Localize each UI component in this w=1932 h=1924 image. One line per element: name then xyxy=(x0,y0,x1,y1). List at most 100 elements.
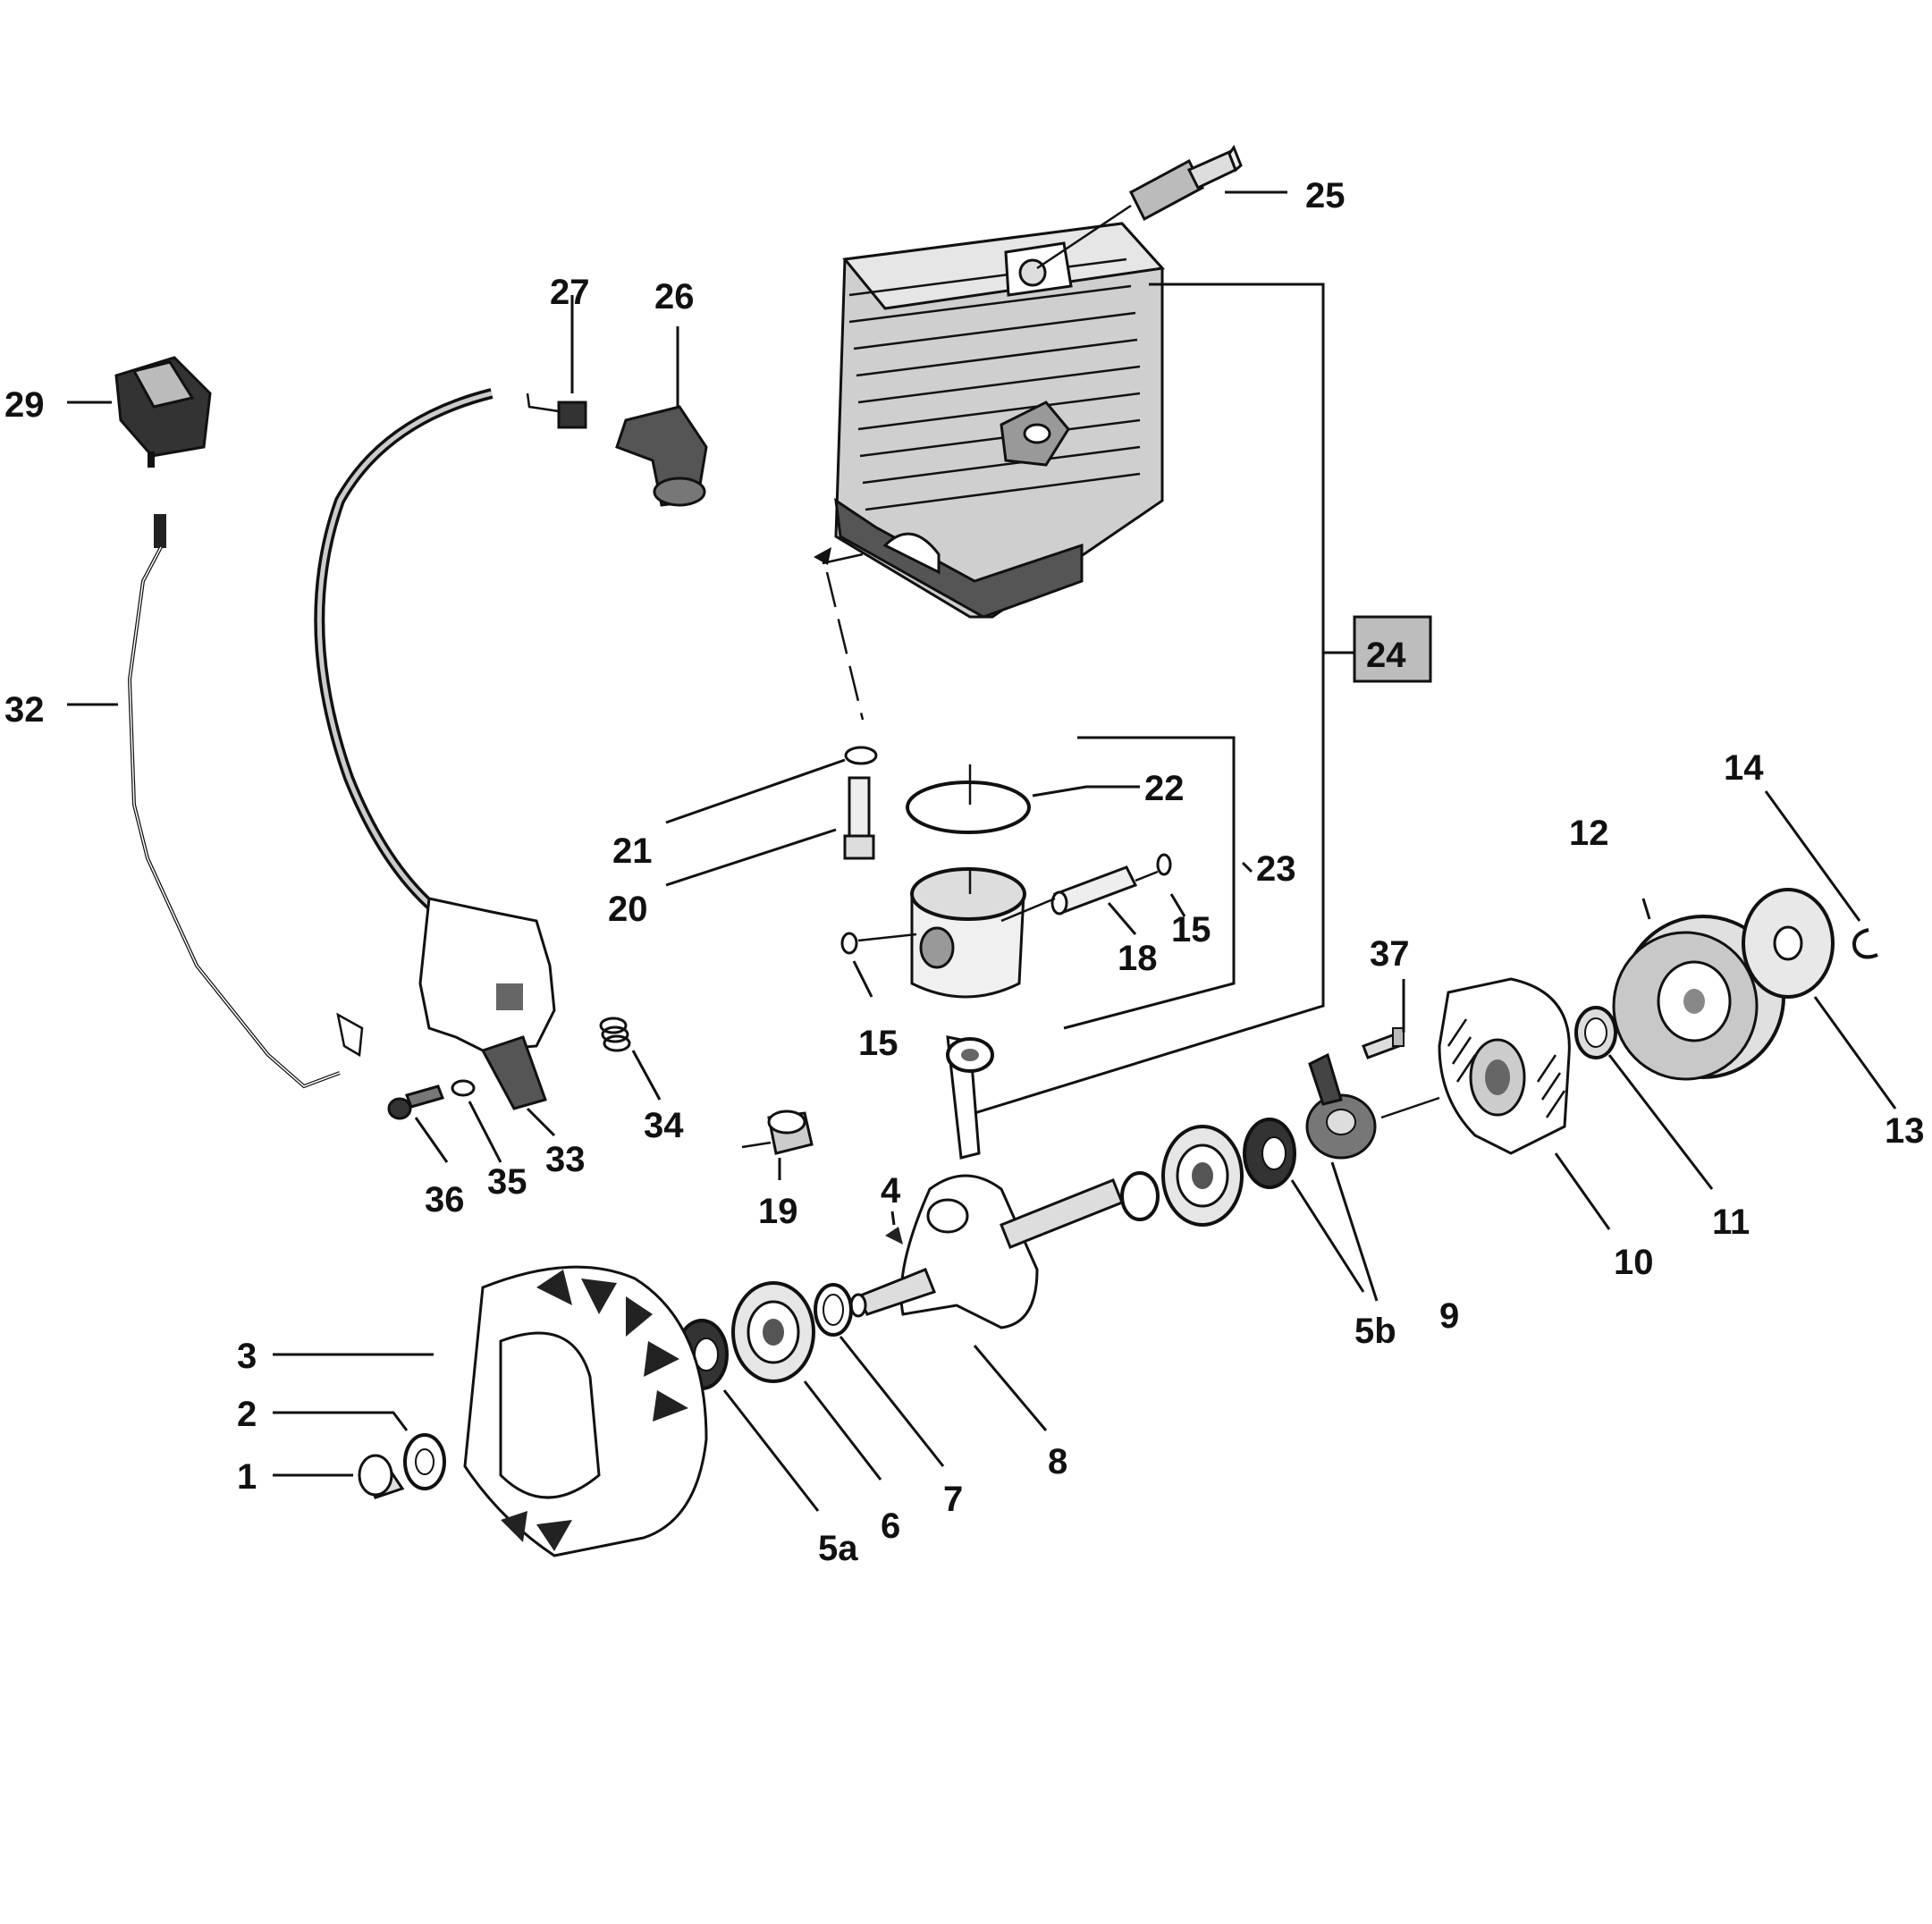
leader-35 xyxy=(468,1101,502,1163)
label-35: 35 xyxy=(487,1162,527,1202)
piston-part xyxy=(910,867,1026,999)
pin-axis-right xyxy=(1135,870,1159,882)
spark-plug-part xyxy=(1036,144,1243,270)
label-23: 23 xyxy=(1256,849,1296,889)
leader-5a xyxy=(722,1389,820,1512)
clutch-part xyxy=(1438,977,1571,1155)
circlip-right-part xyxy=(1156,853,1172,876)
screw-20-part xyxy=(843,776,875,860)
label-5a: 5a xyxy=(818,1529,858,1568)
label-26: 26 xyxy=(654,277,695,316)
label-20: 20 xyxy=(608,890,648,929)
coil-washer-part xyxy=(451,1079,476,1097)
leader-24-bottom xyxy=(974,653,1325,1115)
label-18: 18 xyxy=(1118,939,1158,978)
label-29: 29 xyxy=(4,385,45,425)
label-21: 21 xyxy=(612,831,653,871)
leader-11 xyxy=(1607,1054,1714,1190)
label-13: 13 xyxy=(1885,1111,1925,1151)
washer-21-part xyxy=(844,746,878,765)
coil-screw-part xyxy=(387,1084,444,1120)
key-4-part xyxy=(885,1227,903,1245)
clip-14-part xyxy=(1852,928,1878,959)
label-24: 24 xyxy=(1366,636,1406,675)
switch-part xyxy=(114,356,212,468)
label-34: 34 xyxy=(644,1106,684,1145)
cylinder-dashed-line xyxy=(825,571,865,721)
crankshaft-part xyxy=(849,1035,1124,1329)
leader-10 xyxy=(1554,1152,1611,1230)
flywheel-part xyxy=(463,1265,708,1557)
label-11: 11 xyxy=(1712,1202,1750,1242)
label-6: 6 xyxy=(881,1506,900,1546)
leader-5b xyxy=(1290,1179,1365,1293)
leader-24-top xyxy=(1149,283,1359,654)
label-3: 3 xyxy=(237,1337,257,1376)
cylinder-arrow-head xyxy=(814,547,831,565)
washer-right-part xyxy=(1120,1171,1160,1221)
leader-9 xyxy=(1330,1161,1379,1302)
label-15-right: 15 xyxy=(1171,910,1211,949)
clutch-axis xyxy=(1380,1096,1440,1119)
label-4: 4 xyxy=(881,1171,901,1211)
leader-33 xyxy=(526,1107,556,1137)
washer-2-part xyxy=(403,1433,446,1490)
label-15-left: 15 xyxy=(858,1024,899,1063)
label-32: 32 xyxy=(4,690,45,730)
leader-20 xyxy=(665,828,837,887)
leader-34 xyxy=(631,1050,662,1101)
label-14: 14 xyxy=(1724,748,1764,788)
label-10: 10 xyxy=(1614,1243,1654,1282)
terminal-part xyxy=(526,392,587,429)
label-27: 27 xyxy=(550,273,590,312)
leader-36 xyxy=(414,1117,449,1163)
spark-plug-boot-part xyxy=(615,405,708,507)
label-37: 37 xyxy=(1370,934,1410,974)
label-1: 1 xyxy=(237,1457,257,1497)
leader-2 xyxy=(273,1411,409,1431)
leader-8 xyxy=(973,1345,1048,1431)
bearing-6-part xyxy=(731,1281,815,1383)
needle-bearing-11-part xyxy=(1574,1006,1617,1059)
leader-12 xyxy=(1641,898,1651,920)
spring-part xyxy=(599,1017,631,1052)
label-7: 7 xyxy=(943,1480,963,1519)
label-22: 22 xyxy=(1144,769,1185,808)
leader-23 xyxy=(1063,736,1236,1030)
label-2: 2 xyxy=(237,1395,257,1434)
label-5b: 5b xyxy=(1354,1312,1396,1351)
leader-lines xyxy=(67,190,1897,1512)
part-9-drive-part xyxy=(1305,1052,1377,1160)
bearing-right-part xyxy=(1161,1125,1244,1227)
part-labels: 25 24 23 22 21 20 18 15 15 27 26 29 32 3… xyxy=(4,176,1925,1568)
ignition-coil-part xyxy=(314,388,556,1110)
cylinder-part xyxy=(834,222,1165,619)
leader-18 xyxy=(1107,902,1137,935)
label-8: 8 xyxy=(1048,1442,1067,1481)
screw-37-part xyxy=(1362,1027,1405,1059)
label-36: 36 xyxy=(425,1180,465,1219)
needle-bearing-19-part xyxy=(741,1110,814,1155)
label-9: 9 xyxy=(1439,1296,1459,1336)
leader-7 xyxy=(839,1336,945,1467)
piston-pin-part xyxy=(1050,865,1138,916)
nut-1-part xyxy=(358,1454,405,1499)
part-24-badge xyxy=(1353,615,1432,683)
piston-ring-part xyxy=(906,781,1031,834)
leader-22 xyxy=(1032,785,1140,797)
label-25: 25 xyxy=(1305,176,1346,215)
leader-13 xyxy=(1813,996,1897,1110)
circlip-axis xyxy=(857,932,917,942)
cylinder-arrow-line xyxy=(822,553,864,565)
washer-13-part xyxy=(1742,888,1835,999)
leader-15-left xyxy=(852,960,873,998)
leader-21 xyxy=(665,758,846,824)
label-19: 19 xyxy=(758,1192,798,1231)
leader-6 xyxy=(803,1380,882,1481)
leader-15-right xyxy=(1169,893,1186,917)
leader-23-tick xyxy=(1241,861,1253,873)
seal-5b-part xyxy=(1243,1118,1296,1189)
label-12: 12 xyxy=(1569,814,1609,853)
leader-4 xyxy=(890,1211,896,1226)
